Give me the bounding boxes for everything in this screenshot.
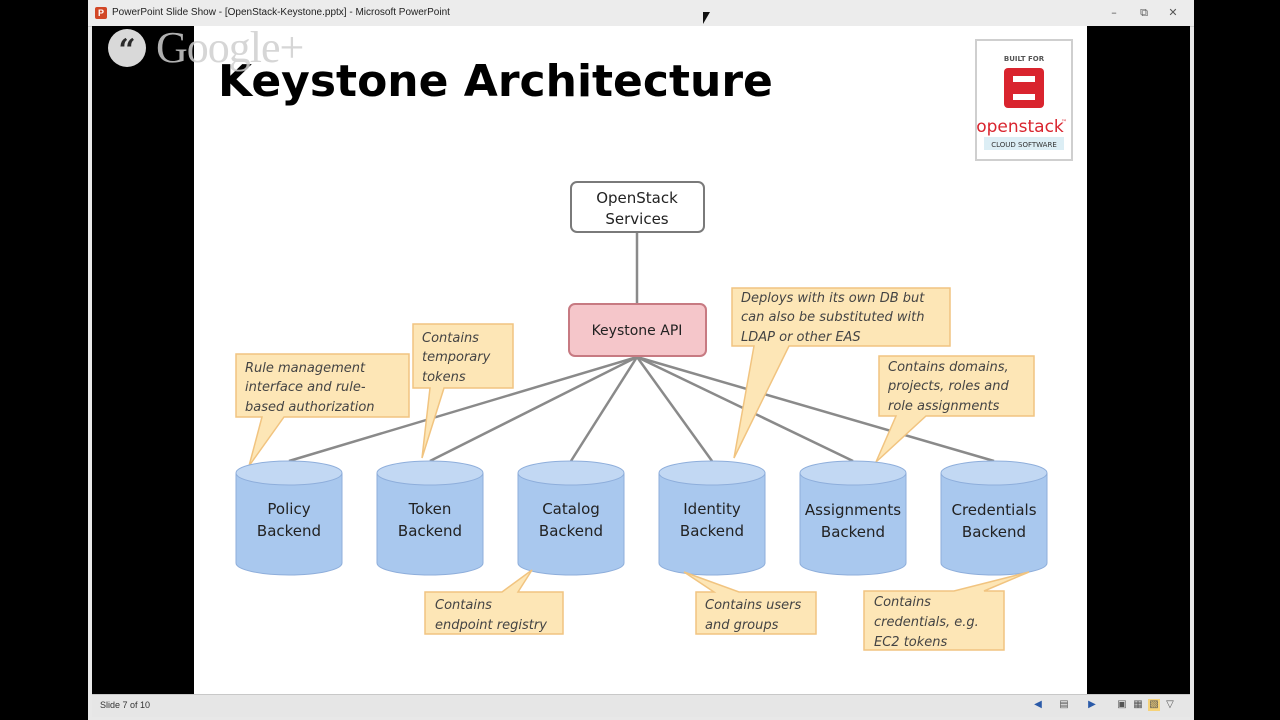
prev-icon[interactable]: ◀ (1034, 699, 1042, 710)
window-title: PowerPoint Slide Show - [OpenStack-Keyst… (112, 7, 450, 18)
slideshow-icon[interactable]: ▽ (1166, 699, 1174, 710)
callout-catalog-line2: endpoint registry (435, 618, 547, 633)
callout-identity-db-line2: can also be substituted with (741, 310, 924, 325)
backend-token: Token Backend (376, 460, 484, 576)
logo-name: openstack (976, 117, 1064, 137)
callout-token-line2: temporary (422, 350, 491, 365)
reading-view-icon[interactable]: ▧ (1148, 699, 1160, 711)
callout-catalog: Contains endpoint registry (424, 569, 564, 635)
backend-identity: Identity Backend (658, 460, 766, 576)
callout-identity-db-line1: Deploys with its own DB but (741, 291, 925, 306)
menu-icon[interactable]: ▤ (1059, 699, 1069, 710)
backend-credentials: Credentials Backend (940, 460, 1048, 576)
slide[interactable]: Keystone Architecture BUILT FOR openstac… (194, 26, 1087, 694)
callout-assignments: Contains domains, projects, roles and ro… (875, 355, 1035, 463)
callout-policy-line1: Rule management (245, 361, 366, 376)
openstack-services-box (570, 181, 705, 233)
logo-cloud-software: CLOUD SOFTWARE (991, 141, 1057, 149)
callout-credentials-line3: EC2 tokens (874, 635, 948, 650)
logo-built-for: BUILT FOR (1004, 55, 1045, 63)
next-icon[interactable]: ▶ (1088, 699, 1096, 710)
backend-policy-line2: Backend (257, 522, 321, 540)
status-bar: Slide 7 of 10 ◀ ▤ ▶ ▣ ▦ ▧ ▽ (92, 694, 1190, 717)
backend-credentials-line2: Backend (962, 523, 1026, 541)
backend-policy-line1: Policy (267, 500, 310, 518)
backend-catalog-line1: Catalog (542, 500, 600, 518)
openstack-cube-icon (1004, 68, 1044, 108)
backend-assignments-line2: Backend (821, 523, 885, 541)
callout-assignments-line3: role assignments (888, 399, 1000, 414)
backend-policy: Policy Backend (235, 460, 343, 576)
callout-token-line1: Contains (422, 331, 479, 346)
backend-catalog: Catalog Backend (517, 460, 625, 576)
backend-assignments-line1: Assignments (805, 501, 901, 519)
callout-credentials: Contains credentials, e.g. EC2 tokens (863, 571, 1030, 651)
callout-policy-line3: based authorization (245, 400, 375, 415)
backend-assignments: Assignments Backend (799, 460, 907, 576)
minimize-button[interactable]: – (1111, 6, 1117, 19)
hangouts-quote-icon: “ (108, 28, 146, 68)
backend-token-line1: Token (408, 500, 452, 518)
logo-tm: ™ (1061, 119, 1067, 126)
close-button[interactable]: ✕ (1168, 6, 1178, 19)
powerpoint-app-icon[interactable]: P (95, 7, 107, 19)
backend-identity-line2: Backend (680, 522, 744, 540)
slide-canvas: Keystone Architecture BUILT FOR openstac… (218, 39, 1073, 651)
callout-catalog-line1: Contains (435, 598, 492, 613)
callout-token-line3: tokens (422, 370, 466, 385)
backend-catalog-line2: Backend (539, 522, 603, 540)
services-label-line2: Services (605, 210, 668, 228)
callout-credentials-line2: credentials, e.g. (874, 615, 979, 630)
normal-view-icon[interactable]: ▣ (1117, 699, 1127, 710)
openstack-logo: BUILT FOR openstack ™ CLOUD SOFTWARE (975, 39, 1073, 161)
backend-token-line2: Backend (398, 522, 462, 540)
keystone-api-label: Keystone API (592, 323, 683, 339)
callout-assignments-line2: projects, roles and (887, 379, 1009, 394)
callout-users-line1: Contains users (705, 598, 801, 613)
callout-assignments-line1: Contains domains, (888, 360, 1009, 375)
callout-users-line2: and groups (705, 618, 779, 633)
callout-users: Contains users and groups (683, 571, 817, 635)
google-plus-text: Google+ (156, 23, 304, 72)
services-label-line1: OpenStack (596, 189, 678, 207)
slide-title: Keystone Architecture (218, 56, 773, 107)
callout-policy: Rule management interface and rule- base… (235, 353, 410, 467)
backend-credentials-line1: Credentials (951, 501, 1036, 519)
mouse-cursor-icon (703, 12, 710, 24)
callout-identity-db: Deploys with its own DB but can also be … (731, 287, 951, 459)
slide-sorter-icon[interactable]: ▦ (1133, 699, 1143, 710)
keystone-api-box (568, 303, 707, 357)
backend-identity-line1: Identity (683, 500, 741, 518)
callout-token: Contains temporary tokens (412, 323, 514, 459)
slide-counter: Slide 7 of 10 (100, 700, 151, 710)
callout-identity-db-line3: LDAP or other EAS (741, 330, 861, 345)
callout-policy-line2: interface and rule- (245, 380, 366, 395)
google-plus-watermark: “ Google+ (108, 22, 304, 73)
restore-button[interactable]: ⧉ (1140, 6, 1148, 19)
callout-credentials-line1: Contains (874, 595, 931, 610)
